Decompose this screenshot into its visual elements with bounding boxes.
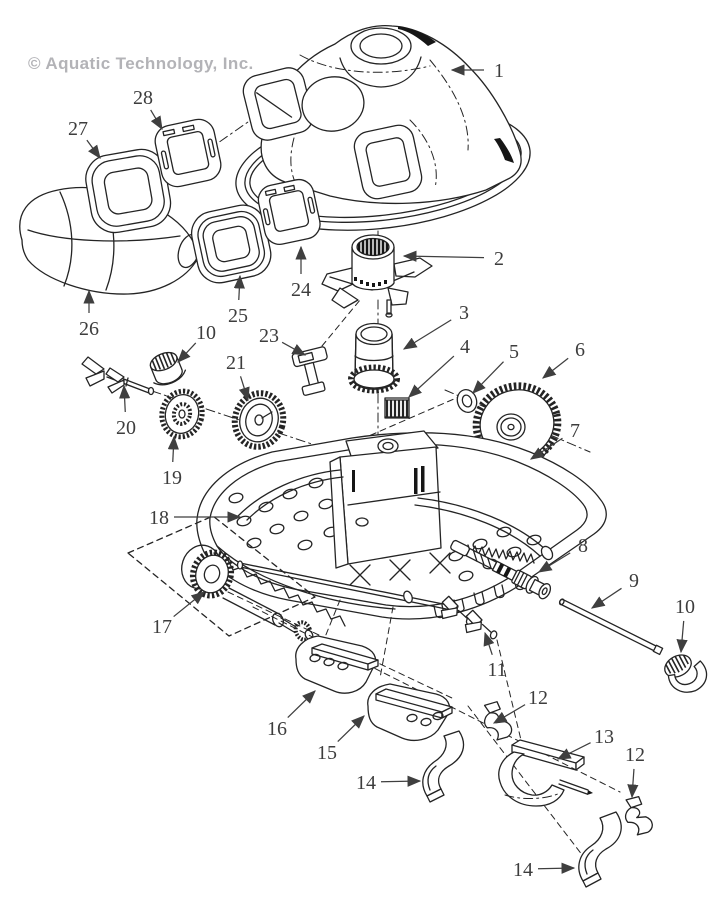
svg-text:18: 18 <box>149 507 169 529</box>
part-13-clamp <box>498 739 593 807</box>
svg-text:3: 3 <box>459 302 469 324</box>
callout-28: 28 <box>133 87 163 131</box>
part-15-flap <box>367 683 453 741</box>
svg-text:12: 12 <box>625 744 645 766</box>
svg-text:7: 7 <box>570 420 580 442</box>
callout-9: 9 <box>590 570 639 609</box>
callout-27: 27 <box>68 118 101 160</box>
svg-text:17: 17 <box>152 616 172 638</box>
part-23-bracket <box>291 346 328 396</box>
svg-text:1: 1 <box>494 60 504 82</box>
part-3-cylinder <box>348 322 400 394</box>
part-8-axle <box>450 539 552 600</box>
svg-text:10: 10 <box>675 596 695 618</box>
callout-12l: 12 <box>492 687 548 724</box>
callout-25: 25 <box>228 274 248 327</box>
part-28-retaining-plate <box>154 118 222 188</box>
callout-20: 20 <box>116 384 136 439</box>
svg-text:21: 21 <box>226 352 246 374</box>
part-12-clip-right <box>624 795 653 836</box>
watermark: © Aquatic Technology, Inc. <box>28 54 254 73</box>
svg-text:26: 26 <box>79 318 99 340</box>
svg-text:15: 15 <box>317 742 337 764</box>
part-17-gear-shaft <box>127 515 316 642</box>
svg-text:28: 28 <box>133 87 153 109</box>
part-2-turbine <box>321 234 433 318</box>
callout-10r: 10 <box>675 596 695 654</box>
callout-7: 7 <box>529 420 580 460</box>
part-16-shoe <box>295 635 379 694</box>
callout-8: 8 <box>537 535 588 573</box>
callout-11: 11 <box>483 631 507 681</box>
svg-text:14: 14 <box>513 859 533 881</box>
svg-text:10: 10 <box>196 322 216 344</box>
part-9-rod <box>558 598 664 656</box>
part-20-pin <box>81 356 155 396</box>
callout-3: 3 <box>402 302 469 350</box>
callout-21: 21 <box>226 352 250 402</box>
svg-text:6: 6 <box>575 339 585 361</box>
callout-24: 24 <box>291 245 311 301</box>
part-14-strap-lower <box>578 811 622 888</box>
svg-text:23: 23 <box>259 325 279 347</box>
part-19-gear <box>159 388 205 440</box>
part-24-retaining-plate <box>257 178 321 246</box>
callout-10l: 10 <box>177 322 216 363</box>
svg-text:20: 20 <box>116 417 136 439</box>
callout-14b: 14 <box>513 859 576 881</box>
callout-18: 18 <box>149 507 242 529</box>
callout-4: 4 <box>408 336 470 398</box>
svg-text:27: 27 <box>68 118 88 140</box>
svg-text:2: 2 <box>494 248 504 270</box>
callout-17: 17 <box>152 591 205 638</box>
callout-6: 6 <box>542 339 585 379</box>
svg-text:11: 11 <box>487 659 506 681</box>
callout-2: 2 <box>402 248 504 270</box>
svg-text:4: 4 <box>460 336 470 358</box>
svg-text:8: 8 <box>578 535 588 557</box>
svg-text:5: 5 <box>509 341 519 363</box>
part-4-pinion-gear <box>384 397 410 419</box>
callout-15: 15 <box>317 715 365 764</box>
svg-text:16: 16 <box>267 718 287 740</box>
svg-text:9: 9 <box>629 570 639 592</box>
svg-text:13: 13 <box>594 726 614 748</box>
callout-5: 5 <box>472 341 519 394</box>
callout-26: 26 <box>79 289 99 340</box>
callout-14a: 14 <box>356 772 422 794</box>
svg-text:14: 14 <box>356 772 376 794</box>
callout-12r: 12 <box>625 744 645 799</box>
callout-1: 1 <box>450 60 504 82</box>
part-27-seal-ring <box>85 148 172 234</box>
part-25-seal-ring <box>190 204 272 284</box>
svg-text:19: 19 <box>162 467 182 489</box>
part-14-strap-upper <box>422 730 465 803</box>
svg-text:24: 24 <box>291 279 311 301</box>
part-11-clips <box>440 595 498 640</box>
callout-19: 19 <box>162 435 182 489</box>
callout-16: 16 <box>267 690 316 740</box>
part-10-knob-right <box>664 654 708 693</box>
part-5-washer <box>456 389 478 413</box>
part-21-pulley <box>231 390 287 450</box>
svg-text:25: 25 <box>228 305 248 327</box>
callout-13: 13 <box>556 726 614 760</box>
part-10-knob-left <box>149 351 187 386</box>
svg-text:12: 12 <box>528 687 548 709</box>
callout-23: 23 <box>259 325 307 356</box>
